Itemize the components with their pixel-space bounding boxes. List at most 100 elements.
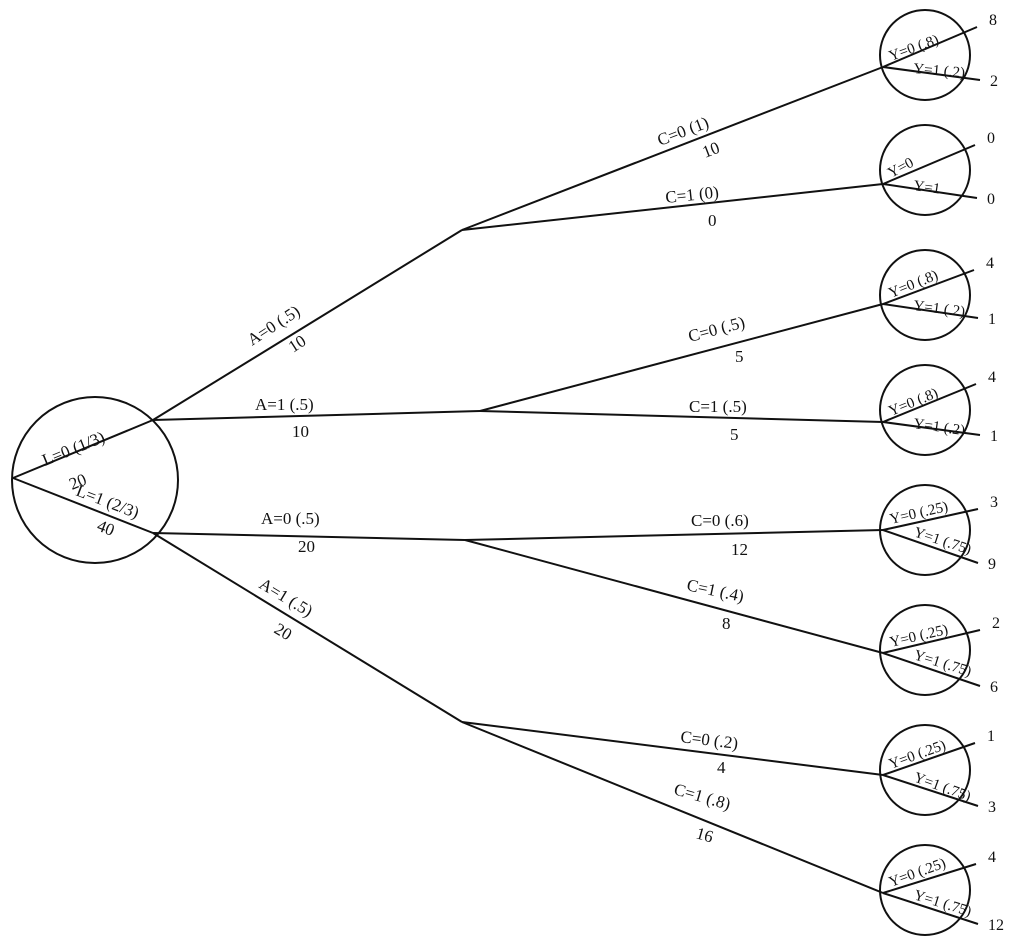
a-branch-count: 20 (298, 537, 315, 556)
leaf-y0-count: 4 (986, 255, 994, 272)
leaf-y0-line (882, 269, 975, 305)
leaf-y1-line (882, 529, 979, 564)
c-branch-line (461, 721, 884, 894)
c-branch-count: 16 (694, 824, 716, 847)
leaf-circle (879, 484, 971, 576)
c-branch-line (479, 410, 884, 423)
a-branch-count: 10 (292, 422, 309, 441)
leaf-y1-label: Y=1 (912, 178, 941, 198)
c-branch-line (464, 529, 884, 541)
leaf-y1-count: 6 (990, 679, 998, 696)
a-branch-count: 20 (271, 619, 295, 644)
leaf-node: Y=0 (.8)Y=1 (.2) 4 1 (879, 249, 996, 341)
c-branch-count: 10 (700, 138, 723, 162)
root-branch-l1-count: 40 (95, 516, 118, 540)
leaf-y0-line (882, 26, 978, 68)
leaf-y0-label: Y=0 (.25) (888, 622, 949, 651)
c-branch-line (479, 303, 884, 412)
leaf-y1-count: 2 (990, 73, 998, 90)
leaf-node: Y=0 (.25)Y=1 (.75) 4 12 (879, 844, 1004, 936)
leaf-y1-label: Y=1 (.2) (913, 61, 966, 81)
leaf-y1-label: Y=1 (.75) (912, 770, 973, 805)
a-branch-line (152, 532, 466, 541)
leaf-y0-label: Y=0 (885, 155, 916, 182)
leaf-circle (879, 249, 971, 341)
leaf-node: Y=0 (.8)Y=1 (.2) 8 2 (879, 9, 998, 101)
leaf-y0-label: Y=0 (.25) (888, 499, 949, 528)
leaf-y1-line (882, 303, 979, 319)
leaf-y0-label: Y=0 (.25) (887, 737, 948, 772)
leaf-y0-line (882, 629, 981, 654)
leaf-y0-label: Y=0 (.25) (887, 855, 948, 890)
root-branch-l1-line (12, 477, 154, 534)
leaf-circle (879, 364, 971, 456)
leaf-y0-count: 3 (990, 494, 998, 511)
c-branch-line (461, 183, 884, 231)
leaf-y0-label: Y=0 (.8) (887, 32, 941, 65)
a-branch-line (152, 410, 481, 421)
a-branch-line (152, 229, 463, 421)
leaf-node: Y=0 (.8)Y=1 (.2)41 (879, 364, 998, 456)
leaf-y1-line (882, 66, 981, 81)
leaf-y1-label: Y=1 (.2) (912, 416, 966, 439)
c-branch-count: 0 (708, 211, 717, 230)
leaf-y1-count: 12 (988, 917, 1004, 934)
leaf-y1-line (882, 892, 979, 925)
leaf-y0-count: 4 (988, 849, 996, 866)
a-branch-label: A=0 (.5) (261, 509, 320, 528)
c-branches: C=0 (1) 10 C=1 (0) 0 C=0 (.5) 5 C=1 (.5)… (461, 66, 884, 894)
a-branch-line (152, 532, 463, 723)
c-branch-line (461, 721, 884, 776)
a-branch-label: A=1 (.5) (255, 395, 314, 414)
leaf-y1-line (882, 774, 979, 807)
a-branch-count: 10 (285, 331, 310, 356)
leaf-y0-label: Y=0 (.8) (887, 385, 941, 419)
leaf-y1-line (882, 421, 981, 436)
leaf-circle (879, 9, 971, 101)
leaf-circle (879, 604, 971, 696)
leaf-y1-count: 0 (987, 191, 995, 208)
c-branch-label: C=1 (.8) (672, 780, 733, 814)
leaf-y0-line (882, 144, 976, 185)
c-branch-label: C=0 (.2) (680, 727, 740, 753)
c-branch-count: 4 (717, 758, 726, 777)
c-branch-label: C=0 (.6) (691, 511, 749, 530)
c-branch-line (464, 539, 884, 654)
leaf-y0-line (882, 863, 977, 894)
leaf-y0-count: 2 (992, 615, 1000, 632)
leaf-y1-label: Y=1 (.75) (912, 648, 973, 681)
leaf-y1-count: 1 (990, 428, 998, 445)
c-branch-count: 5 (735, 347, 744, 366)
leaf-y0-line (882, 383, 977, 423)
root-branch-l0-label: L=0 (1/3) (39, 427, 107, 469)
a-branches: A=0 (.5) 10 A=1 (.5) 10 A=0 (.5) 20 A=1 … (152, 229, 481, 723)
leaf-y1-line (882, 183, 978, 199)
leaf-y0-count: 1 (987, 728, 995, 745)
c-branch-label: C=1 (.5) (689, 397, 747, 416)
leaf-y1-label: Y=1 (.2) (913, 298, 966, 320)
leaf-y1-count: 9 (988, 556, 996, 573)
root-branch-l0-line (12, 419, 154, 479)
root-circle (11, 396, 179, 564)
leaf-y0-count: 0 (987, 130, 995, 147)
leaf-y1-label: Y=1 (.75) (912, 888, 973, 921)
c-branch-line (461, 66, 884, 231)
leaf-y0-count: 8 (989, 12, 997, 29)
leaf-node: Y=0 (.25)Y=1 (.75) 2 6 (879, 604, 1000, 696)
leaf-y1-label: Y=1 (.75) (912, 525, 973, 559)
leaf-y0-label: Y=0 (.8) (887, 267, 941, 301)
leaf-node: Y=0 (.25)Y=1 (.75) 3 9 (879, 484, 998, 576)
leaf-node: Y=0Y=1 0 0 (879, 124, 995, 216)
leaf-circle (879, 724, 971, 816)
leaf-y1-line (882, 652, 981, 687)
leaf-node: Y=0 (.25)Y=1 (.75) 1 3 (879, 724, 996, 816)
c-branch-count: 5 (730, 425, 739, 444)
leaf-y0-line (882, 508, 979, 531)
leaf-circle (879, 844, 971, 936)
leaf-y1-count: 3 (988, 799, 996, 816)
root-node: L=0 (1/3) 20 L=1 (2/3) 40 (11, 396, 179, 564)
c-branch-count: 12 (731, 540, 748, 559)
leaf-y1-count: 1 (988, 311, 996, 328)
